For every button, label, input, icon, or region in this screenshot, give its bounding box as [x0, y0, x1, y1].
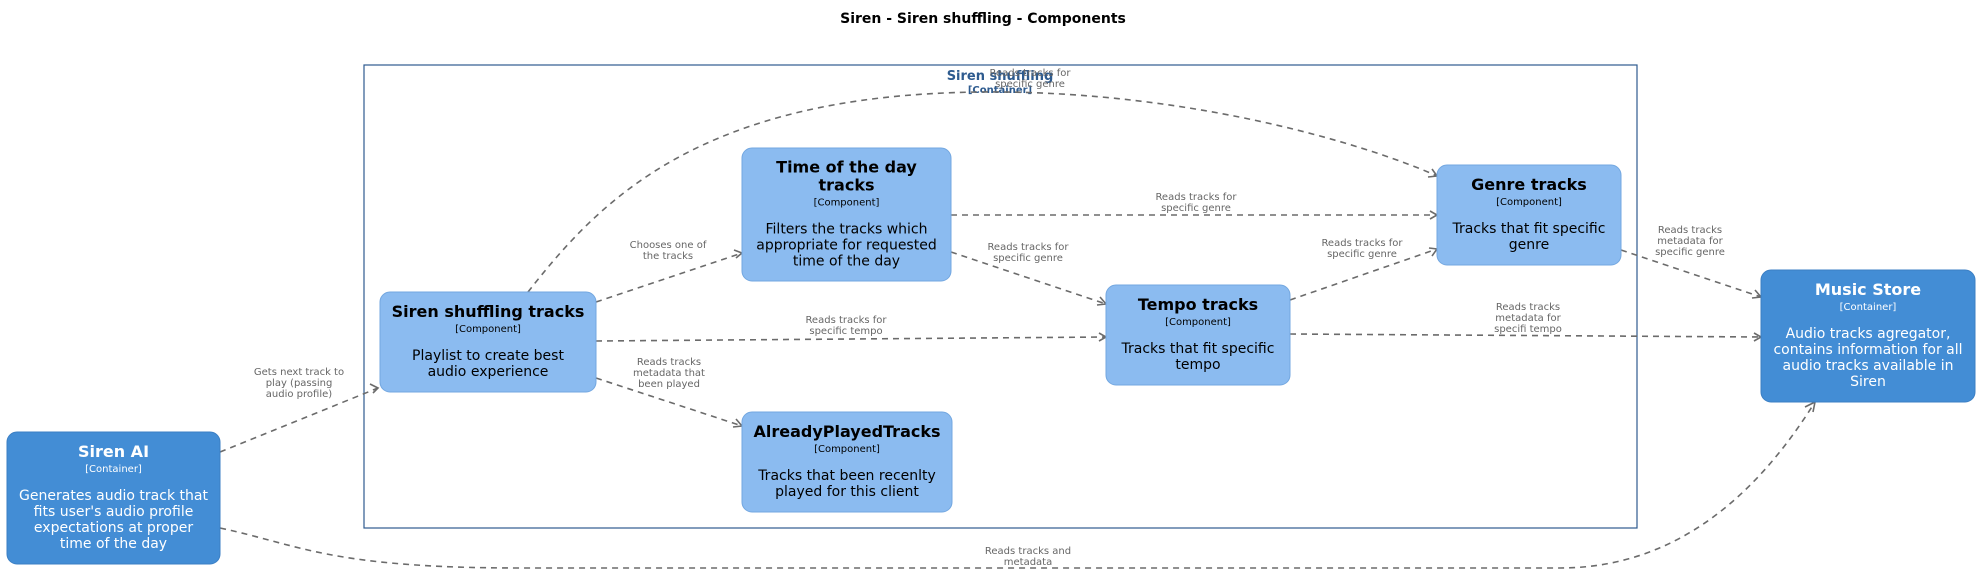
node-name: AlreadyPlayedTracks [753, 422, 940, 441]
node-name: Siren AI [78, 442, 149, 461]
boundary-type: [Container] [968, 85, 1032, 96]
relation-line [219, 401, 1816, 569]
node-type: [Container] [1840, 302, 1897, 313]
boundary-frame [363, 64, 1638, 529]
relation-line [1289, 333, 1762, 338]
node-type: [Component] [814, 198, 880, 209]
nodes-layer: Siren AI [Container] Generates audio track… [6, 147, 1976, 565]
relation-line [950, 251, 1107, 305]
arrowhead [733, 249, 744, 259]
node-music-store: Music Store [Container] Audio tracks agreg… [1760, 269, 1976, 403]
arrowhead [369, 383, 380, 394]
node-box [1760, 269, 1976, 403]
diagram-title: Siren - Siren shuffling - Components [840, 11, 1126, 27]
relation-line [1289, 248, 1438, 301]
node-name: Genre tracks [1471, 175, 1587, 194]
node-box [741, 147, 952, 282]
node-name: Music Store [1815, 280, 1921, 299]
node-type: [Component] [1165, 317, 1231, 328]
relation-line [595, 377, 743, 427]
node-type: [Container] [85, 464, 142, 475]
node-box [741, 411, 953, 513]
node-name: Tempo tracks [1138, 295, 1258, 314]
arrowhead [1751, 289, 1763, 299]
node-description: Audio tracks agregator,contains informat… [1773, 326, 1962, 390]
node-played: AlreadyPlayedTracks [Component] Tracks tha… [741, 411, 953, 513]
relation-line [595, 252, 743, 303]
arrowhead [1429, 210, 1439, 220]
relation-line [527, 91, 1438, 293]
node-name: Siren shuffling tracks [392, 302, 585, 321]
relation-line [1620, 249, 1762, 298]
boundary-siren-shuffling: Siren shuffling [Container] [363, 64, 1638, 529]
node-genre: Genre tracks [Component] Tracks that fit s… [1436, 164, 1622, 266]
node-shuffling: Siren shuffling tracks [Component] Playlis… [379, 291, 597, 393]
node-box [6, 431, 221, 565]
node-box [1436, 164, 1622, 266]
boundary-title: Siren shuffling [947, 69, 1054, 84]
node-type: [Component] [455, 324, 521, 335]
arrowhead [1427, 168, 1439, 178]
node-box [379, 291, 597, 393]
relation-line [595, 336, 1107, 342]
node-type: [Component] [1496, 197, 1562, 208]
node-box [1105, 284, 1291, 386]
node-type: [Component] [814, 444, 880, 455]
node-siren-ai: Siren AI [Container] Generates audio track… [6, 431, 221, 565]
node-tempo: Tempo tracks [Component] Tracks that fit s… [1105, 284, 1291, 386]
